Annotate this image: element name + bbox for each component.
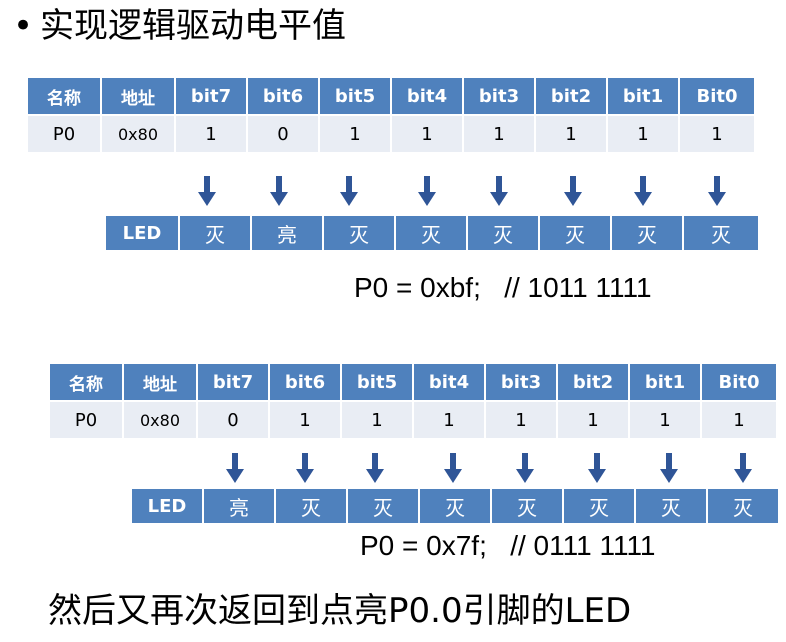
down-arrow-icon [198, 176, 216, 206]
header-bit6: bit6 [246, 76, 320, 116]
led-state-bit4: 灭 [394, 214, 468, 252]
code-line-1: P0 = 0xbf; // 1011 1111 [354, 272, 652, 303]
bullet: • [12, 6, 34, 46]
led-state-bit3: 灭 [490, 487, 564, 525]
down-arrow-icon [634, 176, 652, 206]
led-state-bit7: 灭 [178, 214, 252, 252]
down-arrow-icon [444, 453, 462, 483]
led-state-bit6: 亮 [250, 214, 324, 252]
arrow-row-1 [0, 176, 786, 206]
down-arrow-icon [660, 453, 678, 483]
led-state-bit4: 灭 [418, 487, 492, 525]
register-table-1: 名称 地址 bit7 bit6 bit5 bit4 bit3 bit2 bit1… [26, 76, 756, 154]
header-name: 名称 [26, 76, 102, 116]
bit4-value: 1 [412, 400, 486, 440]
header-address: 地址 [122, 362, 198, 402]
down-arrow-icon [366, 453, 384, 483]
down-arrow-icon [564, 176, 582, 206]
slide-heading: •实现逻辑驱动电平值 [6, 2, 346, 50]
header-bit0: Bit0 [700, 362, 778, 402]
arrow-row-2 [0, 453, 786, 483]
bit0-value: 1 [700, 400, 778, 440]
register-value-row: P0 0x80 1 0 1 1 1 1 1 1 [26, 114, 756, 154]
led-state-bit1: 灭 [610, 214, 684, 252]
header-name: 名称 [48, 362, 124, 402]
bit1-value: 1 [628, 400, 702, 440]
bit0-value: 1 [678, 114, 756, 154]
led-row: LED 灭 亮 灭 灭 灭 灭 灭 灭 [104, 214, 760, 252]
led-state-bit3: 灭 [466, 214, 540, 252]
down-arrow-icon [226, 453, 244, 483]
bit5-value: 1 [318, 114, 392, 154]
down-arrow-icon [296, 453, 314, 483]
led-state-bit5: 灭 [322, 214, 396, 252]
header-bit1: bit1 [606, 76, 680, 116]
led-state-bit5: 灭 [346, 487, 420, 525]
register-address: 0x80 [122, 400, 198, 440]
led-state-bit7: 亮 [202, 487, 276, 525]
register-name: P0 [26, 114, 102, 154]
footer-caption: 然后又再次返回到点亮P0.0引脚的LED [48, 591, 632, 631]
down-arrow-icon [588, 453, 606, 483]
header-bit5: bit5 [340, 362, 414, 402]
bit3-value: 1 [484, 400, 558, 440]
led-row: LED 亮 灭 灭 灭 灭 灭 灭 灭 [130, 487, 780, 525]
led-state-bit2: 灭 [538, 214, 612, 252]
down-arrow-icon [418, 176, 436, 206]
down-arrow-icon [516, 453, 534, 483]
bit3-value: 1 [462, 114, 536, 154]
down-arrow-icon [734, 453, 752, 483]
down-arrow-icon [490, 176, 508, 206]
header-bit2: bit2 [556, 362, 630, 402]
register-name: P0 [48, 400, 124, 440]
bit5-value: 1 [340, 400, 414, 440]
led-table-1: LED 灭 亮 灭 灭 灭 灭 灭 灭 [104, 214, 760, 252]
register-address: 0x80 [100, 114, 176, 154]
bit2-value: 1 [534, 114, 608, 154]
header-bit5: bit5 [318, 76, 392, 116]
down-arrow-icon [270, 176, 288, 206]
bit1-value: 1 [606, 114, 680, 154]
register-header-row: 名称 地址 bit7 bit6 bit5 bit4 bit3 bit2 bit1… [48, 362, 778, 402]
bit6-value: 1 [268, 400, 342, 440]
header-bit1: bit1 [628, 362, 702, 402]
slide-title: 实现逻辑驱动电平值 [40, 6, 346, 46]
led-state-bit1: 灭 [634, 487, 708, 525]
code-line-2: P0 = 0x7f; // 0111 1111 [360, 530, 656, 561]
led-table-2: LED 亮 灭 灭 灭 灭 灭 灭 灭 [130, 487, 780, 525]
register-table-2: 名称 地址 bit7 bit6 bit5 bit4 bit3 bit2 bit1… [48, 362, 778, 440]
bit7-value: 1 [174, 114, 248, 154]
down-arrow-icon [708, 176, 726, 206]
bit6-value: 0 [246, 114, 320, 154]
bit7-value: 0 [196, 400, 270, 440]
header-bit2: bit2 [534, 76, 608, 116]
header-bit4: bit4 [412, 362, 486, 402]
down-arrow-icon [340, 176, 358, 206]
header-bit3: bit3 [462, 76, 536, 116]
led-state-bit2: 灭 [562, 487, 636, 525]
bit4-value: 1 [390, 114, 464, 154]
header-bit7: bit7 [174, 76, 248, 116]
header-bit4: bit4 [390, 76, 464, 116]
led-state-bit0: 灭 [682, 214, 760, 252]
header-bit6: bit6 [268, 362, 342, 402]
led-state-bit6: 灭 [274, 487, 348, 525]
register-header-row: 名称 地址 bit7 bit6 bit5 bit4 bit3 bit2 bit1… [26, 76, 756, 116]
header-bit0: Bit0 [678, 76, 756, 116]
register-value-row: P0 0x80 0 1 1 1 1 1 1 1 [48, 400, 778, 440]
bit2-value: 1 [556, 400, 630, 440]
led-label: LED [130, 487, 204, 525]
led-state-bit0: 灭 [706, 487, 780, 525]
header-address: 地址 [100, 76, 176, 116]
header-bit7: bit7 [196, 362, 270, 402]
header-bit3: bit3 [484, 362, 558, 402]
led-label: LED [104, 214, 180, 252]
